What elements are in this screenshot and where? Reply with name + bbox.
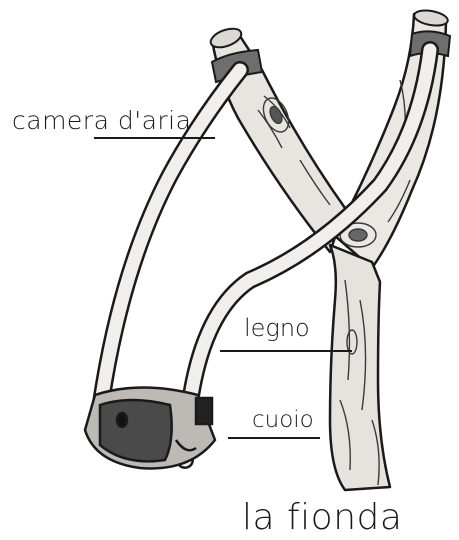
label-camera-daria: camera d'aria — [12, 108, 191, 133]
label-legno: legno — [244, 316, 310, 340]
leather-pouch — [85, 388, 215, 469]
label-cuoio: cuoio — [252, 409, 314, 432]
diagram-title: la fionda — [242, 500, 402, 536]
frame-handle — [330, 245, 390, 490]
wooden-frame — [212, 14, 446, 490]
